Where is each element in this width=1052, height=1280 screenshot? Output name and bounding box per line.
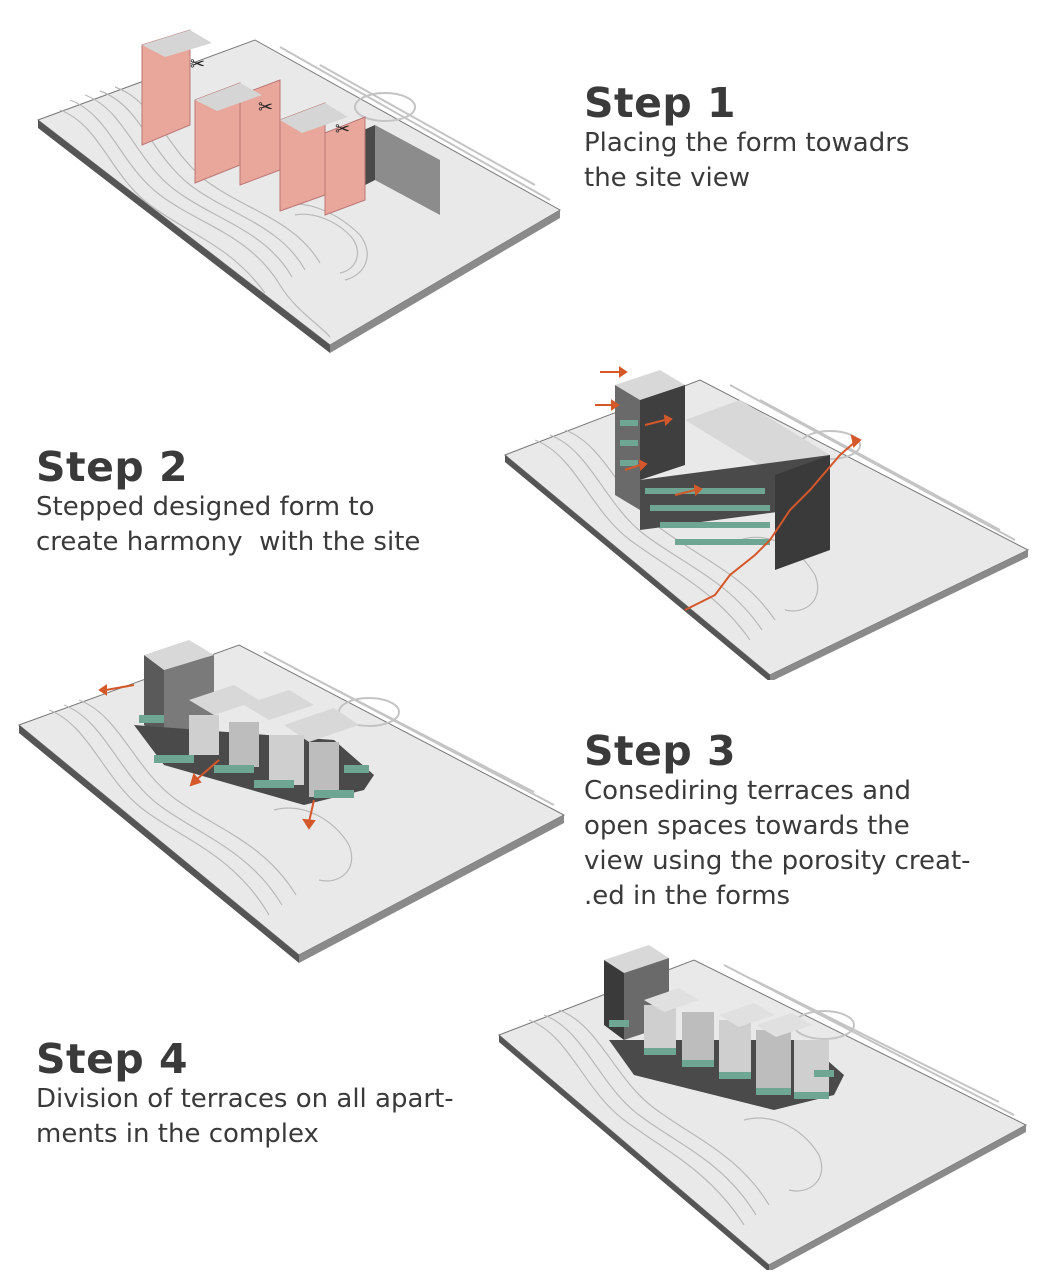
site-slab-edge — [38, 120, 330, 353]
site-slab-edge-right — [299, 815, 564, 963]
roundabout — [354, 92, 416, 122]
site-slab-edge — [499, 1035, 769, 1270]
step-2-line-1: Stepped designed form to — [36, 492, 375, 522]
site-slab — [498, 959, 1028, 1266]
terrain-contours — [59, 86, 368, 338]
site-slab-edge-right — [769, 1125, 1026, 1270]
road — [729, 384, 1016, 541]
site-slab-edge-right — [770, 550, 1028, 680]
form-top-grey — [142, 30, 348, 133]
pink-form — [141, 29, 366, 216]
terrace-green-strips — [139, 715, 369, 798]
step-3-line-2: open spaces towards the — [584, 811, 910, 841]
site-slab-edge — [19, 725, 299, 963]
scissors-icon-3: ✂ — [335, 119, 350, 140]
step-3-site-model — [14, 630, 569, 965]
step-1-line-2: the site view — [584, 163, 751, 193]
step-3-line-1: Consediring terraces and — [584, 776, 912, 806]
step-4-line-1: Division of terraces on all apart- — [36, 1084, 454, 1114]
scissors-icon-1: ✂ — [190, 54, 205, 75]
step-3-caption: Step 3 Consediring terraces and open spa… — [584, 728, 971, 914]
step-2-title: Step 2 — [36, 443, 189, 491]
scissors-icon-2: ✂ — [258, 97, 273, 118]
step-1-title: Step 1 — [584, 79, 737, 127]
step-4-site-model — [494, 940, 1034, 1270]
step-2-site-model — [500, 360, 1035, 680]
step-1-site-model: ✂ ✂ ✂ — [30, 25, 570, 355]
plinth-grey — [375, 125, 440, 215]
road — [263, 651, 555, 806]
road — [723, 964, 1015, 1116]
terrain-contours — [48, 699, 353, 916]
step-4-title: Step 4 — [36, 1035, 189, 1083]
step-2-caption: Step 2 Stepped designed form to create h… — [36, 444, 420, 560]
apartment-form — [604, 945, 844, 1110]
step-4-line-2: ments in the complex — [36, 1119, 319, 1149]
orange-arrows — [595, 366, 862, 611]
terrain-contours — [528, 1009, 823, 1226]
site-slab-edge — [505, 455, 770, 680]
step-3-title: Step 3 — [584, 727, 737, 775]
site-slab-edge-right — [330, 210, 560, 353]
step-3-model-svg — [18, 640, 566, 963]
terrace-green-strips — [620, 420, 770, 545]
step-2-model-svg — [504, 366, 1030, 680]
step-1-caption: Step 1 Placing the form towadrs the site… — [584, 80, 909, 196]
step-2-line-2: create harmony with the site — [36, 527, 421, 557]
step-3-line-4: .ed in the forms — [584, 881, 791, 911]
step-1-model-svg: ✂ ✂ ✂ — [36, 29, 562, 353]
step-3-line-3: view using the porosity creat- — [584, 846, 971, 876]
step-4-model-svg — [498, 945, 1028, 1270]
orange-arrows — [98, 684, 316, 830]
stepped-form — [615, 370, 830, 570]
step-4-caption: Step 4 Division of terraces on all apart… — [36, 1036, 454, 1152]
step-1-line-1: Placing the form towadrs — [584, 128, 910, 158]
terrace-green-strips — [609, 1020, 834, 1099]
road — [279, 46, 551, 201]
